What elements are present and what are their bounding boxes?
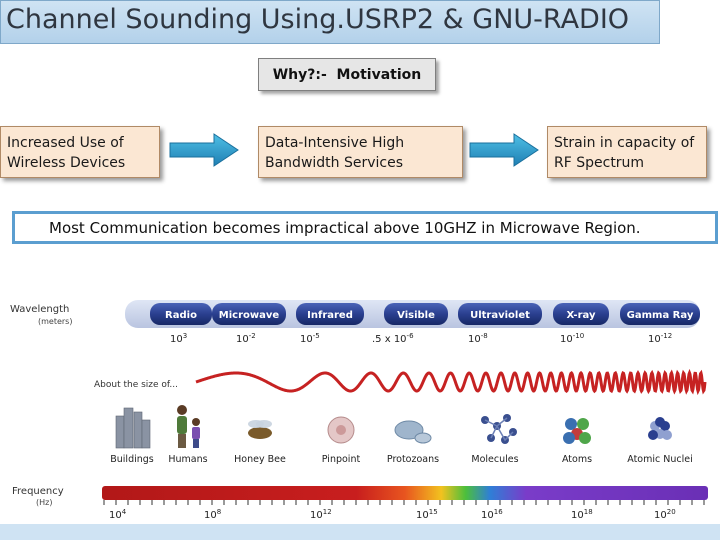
frequency-value-base: 10 (416, 510, 429, 521)
pinpoint-icon (327, 416, 355, 444)
frequency-value-exp: 4 (122, 508, 127, 516)
wavelength-wave (195, 368, 707, 396)
band-pill-ultraviolet (458, 303, 542, 325)
em-spectrum-diagram: Wavelength (meters) Radio Microwave Infrar… (10, 300, 708, 521)
wavelength-value-exp: -12 (661, 332, 672, 340)
object-label-humans: Humans (168, 454, 207, 465)
wavelength-value-base: .5 x 10 (372, 334, 407, 345)
band-label-gamma-ray: Gamma Ray (627, 310, 694, 321)
frequency-value-base: 10 (204, 510, 217, 521)
wavelength-value: .5 x 10-6 (372, 332, 414, 345)
band-label-microwave: Microwave (219, 310, 280, 321)
frequency-value-exp: 18 (584, 508, 593, 516)
frequency-value-base: 10 (654, 510, 667, 521)
atomic-nuclei-icon (648, 417, 672, 440)
wavelength-value: 10-8 (468, 332, 488, 345)
frequency-value-exp: 15 (429, 508, 438, 516)
flow-box-bandwidth: Data-Intensive High Bandwidth Services (258, 126, 463, 178)
flow-box-devices-line2: Wireless Devices (7, 155, 126, 171)
buildings-icon (115, 407, 151, 449)
wavelength-value-base: 10 (560, 334, 573, 345)
wavelength-value-exp: -8 (481, 332, 488, 340)
band-label-visible: Visible (397, 310, 435, 321)
frequency-value-base: 10 (109, 510, 122, 521)
motivation-label: Why?:- Motivation (272, 66, 422, 83)
frequency-value-exp: 12 (323, 508, 332, 516)
wavelength-value-exp: -5 (313, 332, 320, 340)
flow-box-bandwidth-line1: Data-Intensive High (265, 135, 405, 151)
band-pill-microwave (212, 303, 286, 325)
object-label-pinpoint: Pinpoint (322, 454, 361, 465)
honey-bee-icon (248, 420, 272, 439)
wavelength-value: 10-12 (648, 332, 672, 345)
band-pill-radio (150, 303, 212, 325)
object-label-molecules: Molecules (471, 454, 518, 465)
band-pill-infrared (296, 303, 364, 325)
frequency-value: 1020 (654, 508, 676, 521)
frequency-value-exp: 16 (494, 508, 503, 516)
wavelength-value-base: 10 (300, 334, 313, 345)
wavelength-value-base: 10 (648, 334, 661, 345)
object-label-honey-bee: Honey Bee (234, 454, 286, 465)
size-label: About the size of... (94, 380, 178, 390)
protozoans-icon (394, 420, 432, 444)
motivation-label-box: Why?:- Motivation (258, 58, 436, 91)
flow-box-spectrum-line1: Strain in capacity of (554, 135, 695, 151)
wavelength-unit: (meters) (38, 317, 72, 326)
microwave-note: Most Communication becomes impractical a… (12, 211, 718, 244)
title-bar: Channel Sounding Using.USRP2 & GNU-RADIO (0, 0, 660, 44)
frequency-value: 1016 (481, 508, 503, 521)
flow-box-devices: Increased Use of Wireless Devices (0, 126, 160, 178)
right-arrow-icon (169, 133, 239, 167)
molecules-icon (481, 414, 517, 444)
wavelength-label: Wavelength (10, 304, 69, 315)
object-label-atoms: Atoms (562, 454, 592, 465)
flow-box-devices-line1: Increased Use of (7, 135, 124, 151)
atoms-icon (563, 418, 591, 444)
frequency-value: 1018 (571, 508, 593, 521)
slide-title: Channel Sounding Using.USRP2 & GNU-RADIO (6, 4, 630, 35)
band-label-radio: Radio (165, 310, 197, 321)
frequency-value-base: 10 (481, 510, 494, 521)
flow-box-spectrum-line2: RF Spectrum (554, 155, 645, 171)
frequency-value: 1012 (310, 508, 332, 521)
flow-box-spectrum: Strain in capacity of RF Spectrum (547, 126, 707, 178)
object-label-protozoans: Protozoans (387, 454, 439, 465)
frequency-value: 1015 (416, 508, 438, 521)
wavelength-value: 103 (170, 332, 187, 345)
frequency-label: Frequency (12, 486, 64, 497)
frequency-unit: (Hz) (36, 498, 52, 507)
band-pill-x-ray (553, 303, 609, 325)
frequency-rainbow-bar (102, 486, 708, 500)
wavelength-value-base: 10 (468, 334, 481, 345)
wavelength-value-exp: 3 (183, 332, 187, 340)
band-label-x-ray: X-ray (567, 310, 596, 321)
bottom-strip (0, 524, 720, 540)
band-label-ultraviolet: Ultraviolet (470, 310, 530, 321)
frequency-value-exp: 8 (217, 508, 221, 516)
frequency-value: 108 (204, 508, 221, 521)
wavelength-value-base: 10 (170, 334, 183, 345)
frequency-value-exp: 20 (667, 508, 676, 516)
wavelength-value: 10-10 (560, 332, 584, 345)
frequency-value-base: 10 (571, 510, 584, 521)
wavelength-value-base: 10 (236, 334, 249, 345)
right-arrow-icon (469, 133, 539, 167)
frequency-value: 104 (109, 508, 127, 521)
wavelength-value: 10-5 (300, 332, 320, 345)
band-label-infrared: Infrared (307, 310, 353, 321)
band-pill-gamma-ray (620, 303, 700, 325)
humans-icon (177, 405, 200, 448)
flow-box-bandwidth-line2: Bandwidth Services (265, 155, 404, 171)
wavelength-value-exp: -10 (573, 332, 584, 340)
wavelength-value: 10-2 (236, 332, 256, 345)
wavelength-value-exp: -2 (249, 332, 256, 340)
frequency-value-base: 10 (310, 510, 323, 521)
object-label-buildings: Buildings (110, 454, 154, 465)
band-pill-visible (384, 303, 448, 325)
object-label-atomic-nuclei: Atomic Nuclei (627, 454, 692, 465)
wavelength-value-exp: -6 (407, 332, 415, 340)
